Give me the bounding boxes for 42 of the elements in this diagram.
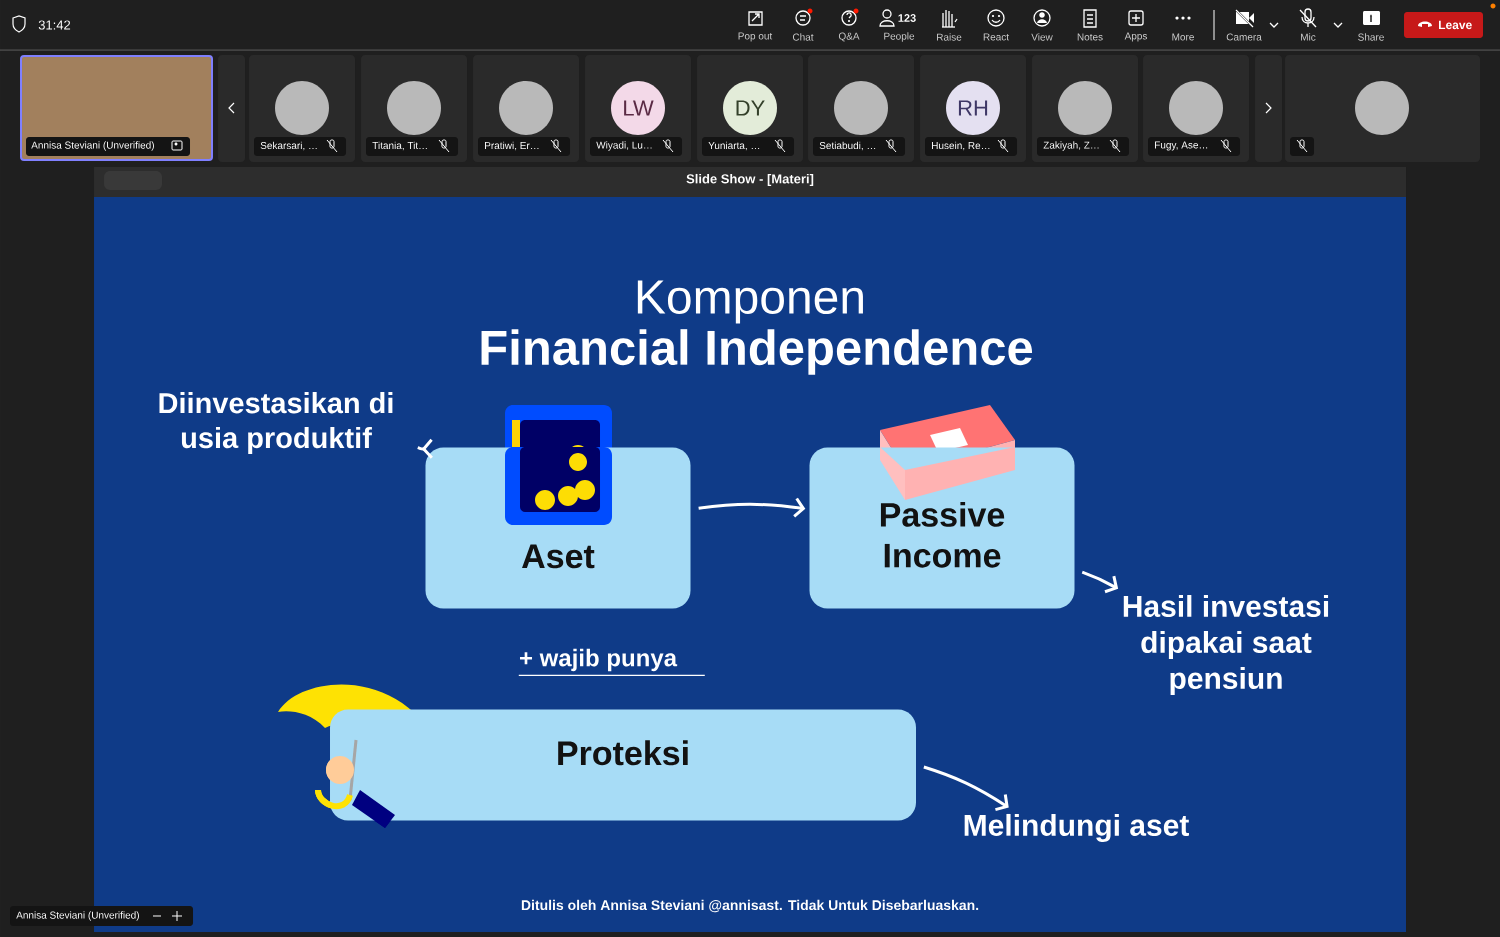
arrow	[1081, 570, 1119, 594]
toolbar-label: Q&A	[838, 32, 860, 42]
toolbar-label: Notes	[1077, 33, 1103, 41]
process-box: Proteksi	[330, 709, 916, 821]
toolbar-label: React	[983, 33, 1009, 41]
leave-button: Leave	[1404, 12, 1483, 38]
slide-subtitle: Financial Independence	[481, 329, 1033, 375]
name-tag: Pratiwi, Er…	[478, 137, 570, 156]
avatar-initials: RH	[946, 81, 1000, 135]
toolbar-label: Camera	[1226, 33, 1262, 41]
toolbar-label: Raise	[937, 33, 962, 41]
toolbar-label: View	[1031, 33, 1053, 41]
name-tag: Annisa Steviani (Unverified)	[10, 906, 193, 926]
footer-note: Ditulis oleh Annisa Steviani @annisast. Tidak Untuk Disebarluaskan.	[521, 899, 979, 913]
name-tag: Husein, Re…	[925, 137, 1017, 156]
name-tag: Wiyadi, Lu…	[590, 137, 682, 156]
window-title-bar: Slide Show - [Materi]	[94, 167, 1406, 197]
outcome-text: Hasil investasi dipakai saat pensiun	[1123, 595, 1329, 695]
slide-title: Komponen	[637, 280, 863, 324]
name-tag: Titania, Tit…	[366, 137, 458, 156]
toolbar-label: Share	[1358, 33, 1384, 41]
avatar-initials: LW	[611, 81, 665, 135]
toolbar-label: Mic	[1301, 33, 1316, 41]
name-tag: Yuniarta, …	[702, 137, 794, 156]
name-tag: Fugy, Ase…	[1148, 137, 1240, 156]
outcome-text: Melindungi aset	[964, 813, 1189, 843]
toolbar-label: More	[1172, 33, 1194, 41]
name-tag: Sekarsari, …	[254, 137, 346, 156]
toolbar-label: Chat	[792, 33, 814, 41]
name-tag: Zakiyah, Z…	[1037, 137, 1129, 156]
name-tag: Setiabudi, …	[813, 137, 905, 156]
avatar-initials: DY	[723, 81, 777, 135]
timer-text: 31:42	[38, 20, 71, 30]
name-tag: Annisa Steviani (Unverified)	[26, 137, 190, 156]
toolbar-label: Pop out	[738, 32, 773, 42]
participant-count: 123	[898, 14, 916, 22]
toolbar-label: Apps	[1124, 32, 1148, 42]
toolbar-label: People	[884, 32, 915, 42]
arrow	[698, 497, 806, 518]
outcome-text: Diinvestasikan di usia produktif	[159, 392, 393, 454]
arrow	[923, 765, 1009, 812]
underlined-note: + wajib punya	[520, 648, 678, 672]
